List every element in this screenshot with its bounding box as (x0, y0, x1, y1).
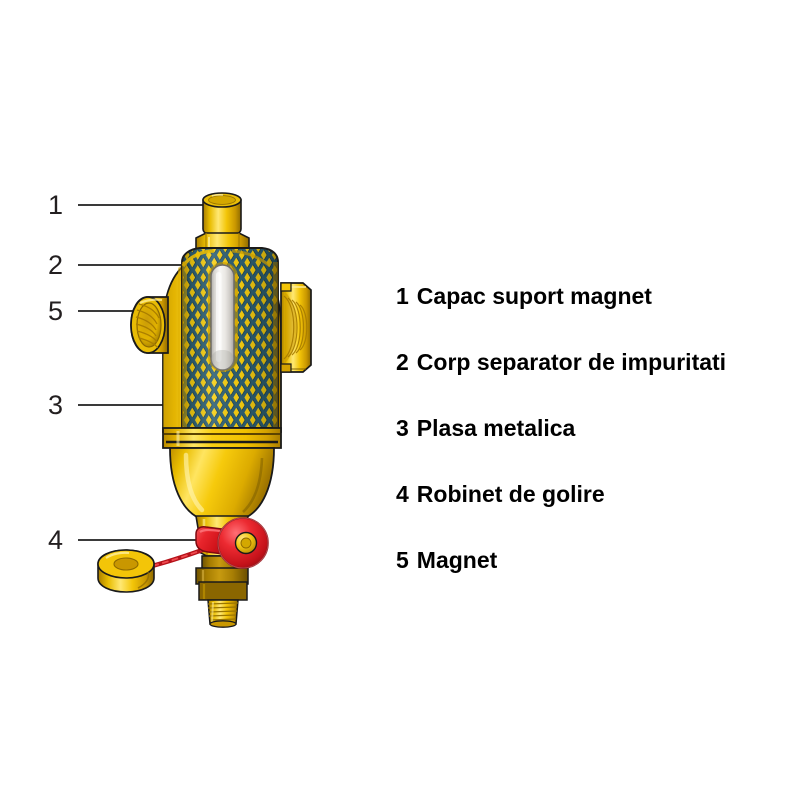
legend-number-2: 2 (396, 349, 409, 375)
legend-item-4: 4 Robinet de golire (396, 481, 788, 547)
callout-number-2: 2 (48, 250, 64, 280)
legend-item-2: 2 Corp separator de impuritati (396, 349, 788, 415)
legend-label-4: Robinet de golire (416, 481, 605, 507)
legend-number-3: 3 (396, 415, 409, 441)
legend-item-3: 3 Plasa metalica (396, 415, 788, 481)
legend-item-1: 1 Capac suport magnet (396, 283, 788, 349)
magnet-support-cap (202, 192, 242, 238)
parts-legend: 1 Capac suport magnet 2 Corp separator d… (396, 283, 788, 613)
drain-valve-assembly (97, 517, 269, 628)
legend-label-5: Magnet (416, 547, 498, 573)
valve-handle (195, 517, 269, 569)
legend-label-2: Corp separator de impuritati (416, 349, 727, 375)
legend-number-1: 1 (396, 283, 409, 309)
magnet-rod (208, 262, 238, 372)
right-outlet-port (280, 282, 312, 373)
drain-cap (97, 549, 155, 593)
left-inlet-port (130, 296, 169, 354)
callout-number-3: 3 (48, 390, 64, 420)
legend-number-5: 5 (396, 547, 409, 573)
callout-number-4: 4 (48, 525, 64, 555)
callout-number-1: 1 (48, 190, 64, 220)
bottom-outlet-thread (198, 581, 248, 628)
callout-number-5: 5 (48, 296, 64, 326)
legend-label-3: Plasa metalica (416, 415, 576, 441)
legend-label-1: Capac suport magnet (416, 283, 652, 309)
legend-number-4: 4 (396, 481, 409, 507)
legend-item-5: 5 Magnet (396, 547, 788, 613)
